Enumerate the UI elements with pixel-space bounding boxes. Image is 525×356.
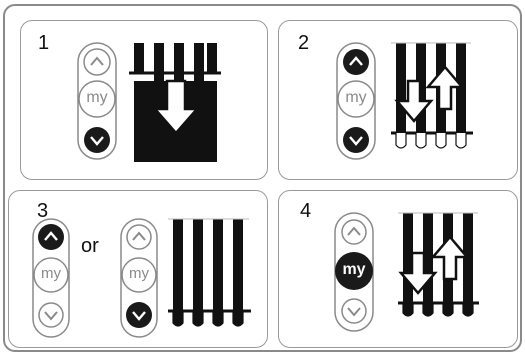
up-arrow-icon — [433, 237, 467, 279]
my-label: my — [336, 261, 372, 279]
step-2-panel: 2 my — [278, 20, 518, 180]
up-button — [38, 224, 64, 250]
step-4-diagram — [279, 191, 519, 349]
my-label: my — [121, 265, 157, 282]
up-button — [84, 49, 110, 75]
my-label: my — [338, 89, 374, 107]
down-button — [39, 303, 63, 327]
shutter-partial — [398, 213, 479, 316]
my-label: my — [79, 89, 115, 107]
down-button — [342, 299, 366, 323]
step-1-diagram — [21, 21, 269, 181]
step-3-panel: 3 or — [8, 190, 268, 348]
up-button — [342, 220, 366, 244]
shutter-partial — [391, 43, 473, 148]
step-4-panel: 4 my — [278, 190, 518, 348]
up-button — [127, 225, 151, 249]
my-label: my — [33, 265, 69, 282]
up-button — [343, 49, 369, 75]
step-2-diagram — [279, 21, 519, 181]
down-button — [126, 302, 152, 328]
down-button — [343, 127, 369, 153]
down-button — [84, 127, 110, 153]
step-1-panel: 1 — [20, 20, 268, 180]
shutter-closing — [129, 43, 221, 161]
shutter-full — [168, 219, 251, 326]
